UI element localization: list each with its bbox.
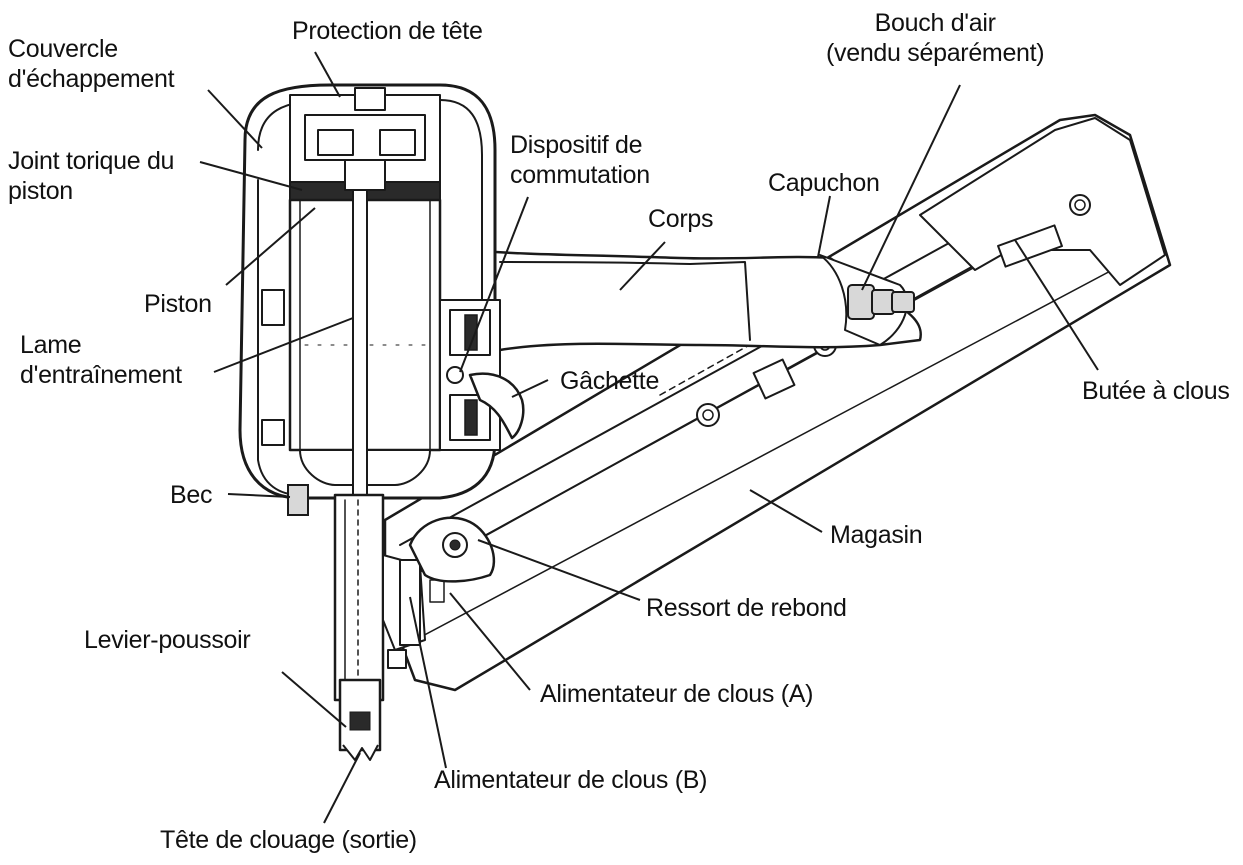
handle-drawing: [468, 248, 922, 352]
label-lame-entrainement-line2: d'entraînement: [20, 361, 182, 389]
label-corps-text: Corps: [648, 205, 714, 233]
label-alimentateur-a: Alimentateur de clous (A): [540, 679, 813, 709]
label-capuchon-text: Capuchon: [768, 169, 880, 197]
label-protection-tete-text: Protection de tête: [292, 17, 483, 45]
label-bouch-air-line2: (vendu séparément): [826, 39, 1045, 67]
label-alimentateur-b-text: Alimentateur de clous (B): [434, 766, 708, 794]
label-protection-tete: Protection de tête: [292, 16, 483, 46]
label-magasin-text: Magasin: [830, 521, 923, 549]
label-couvercle-echappement-line1: Couvercle: [8, 35, 118, 63]
label-lame-entrainement-line1: Lame: [20, 331, 82, 359]
label-bec-text: Bec: [170, 481, 213, 509]
label-dispositif-commutation: Dispositif de commutation: [510, 130, 650, 190]
label-piston: Piston: [144, 289, 212, 319]
label-lame-entrainement: Lame d'entraînement: [20, 330, 182, 390]
label-tete-clouage-text: Tête de clouage (sortie): [160, 826, 417, 854]
label-levier-poussoir-text: Levier-poussoir: [84, 626, 251, 654]
label-joint-torique-line2: piston: [8, 177, 73, 205]
label-corps: Corps: [648, 204, 713, 234]
label-butee-clous-text: Butée à clous: [1082, 377, 1230, 405]
label-ressort-rebond: Ressort de rebond: [646, 593, 847, 623]
label-levier-poussoir: Levier-poussoir: [84, 625, 251, 655]
label-gachette: Gâchette: [560, 366, 659, 396]
label-couvercle-echappement: Couvercle d'échappement: [8, 34, 175, 94]
label-couvercle-echappement-line2: d'échappement: [8, 65, 175, 93]
label-piston-text: Piston: [144, 290, 212, 318]
label-bouch-air: Bouch d'air (vendu séparément): [826, 8, 1045, 68]
label-magasin: Magasin: [830, 520, 923, 550]
label-joint-torique-line1: Joint torique du: [8, 147, 175, 175]
label-capuchon: Capuchon: [768, 168, 880, 198]
label-dispositif-commutation-line1: Dispositif de: [510, 131, 643, 159]
cylinder-housing-drawing: [238, 83, 497, 521]
label-tete-clouage: Tête de clouage (sortie): [160, 825, 417, 855]
label-butee-clous: Butée à clous: [1082, 376, 1230, 406]
leader-lines: [199, 51, 1099, 824]
label-joint-torique: Joint torique du piston: [8, 146, 174, 206]
label-gachette-text: Gâchette: [560, 367, 660, 395]
label-dispositif-commutation-line2: commutation: [510, 161, 650, 189]
label-bouch-air-line1: Bouch d'air: [874, 9, 996, 37]
label-bec: Bec: [170, 480, 212, 510]
label-alimentateur-a-text: Alimentateur de clous (A): [540, 680, 814, 708]
trigger-mechanism-drawing: [439, 299, 525, 451]
label-alimentateur-b: Alimentateur de clous (B): [434, 765, 707, 795]
label-ressort-rebond-text: Ressort de rebond: [646, 594, 847, 622]
magazine-drawing: [383, 113, 1172, 692]
nose-drawing: [287, 484, 496, 761]
